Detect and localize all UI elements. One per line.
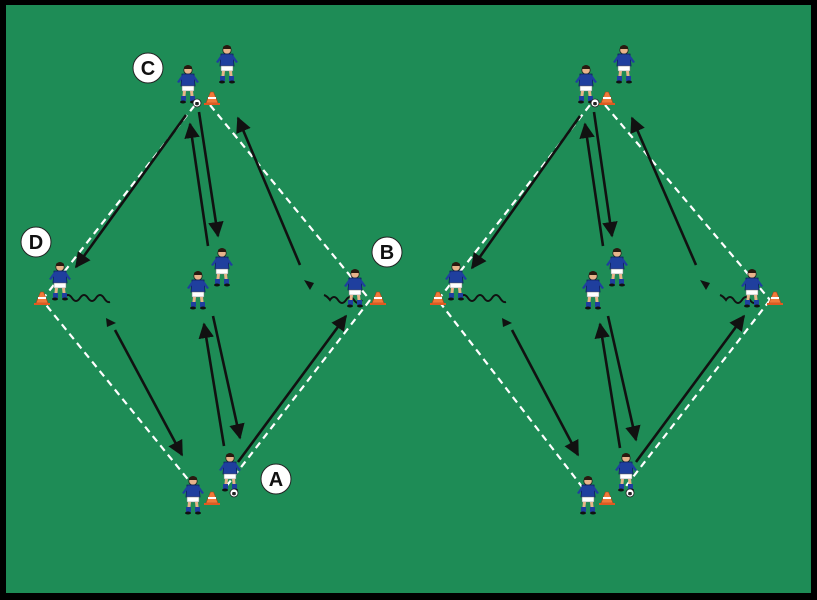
dribble-arrowhead (304, 280, 314, 290)
pass-arrows (470, 111, 746, 463)
position-label-c: C (132, 52, 164, 84)
dribble-arrowhead (106, 318, 116, 327)
drill-diagram-right (429, 44, 784, 515)
position-label-b-text: B (380, 242, 394, 264)
position-label-c-text: C (141, 58, 155, 80)
position-label-d: D (20, 226, 52, 258)
pass-arrows (74, 111, 348, 463)
dribble-paths (63, 294, 363, 304)
position-label-b: B (371, 236, 403, 268)
pitch (6, 5, 811, 593)
dribble-arrowhead (502, 318, 512, 327)
position-label-a: A (260, 463, 292, 495)
drill-diagram-left: C D B A (20, 44, 403, 515)
position-label-d-text: D (29, 232, 43, 254)
position-label-a-text: A (269, 469, 283, 491)
dribble-arrowhead (700, 280, 710, 290)
dribble-paths (459, 294, 759, 304)
